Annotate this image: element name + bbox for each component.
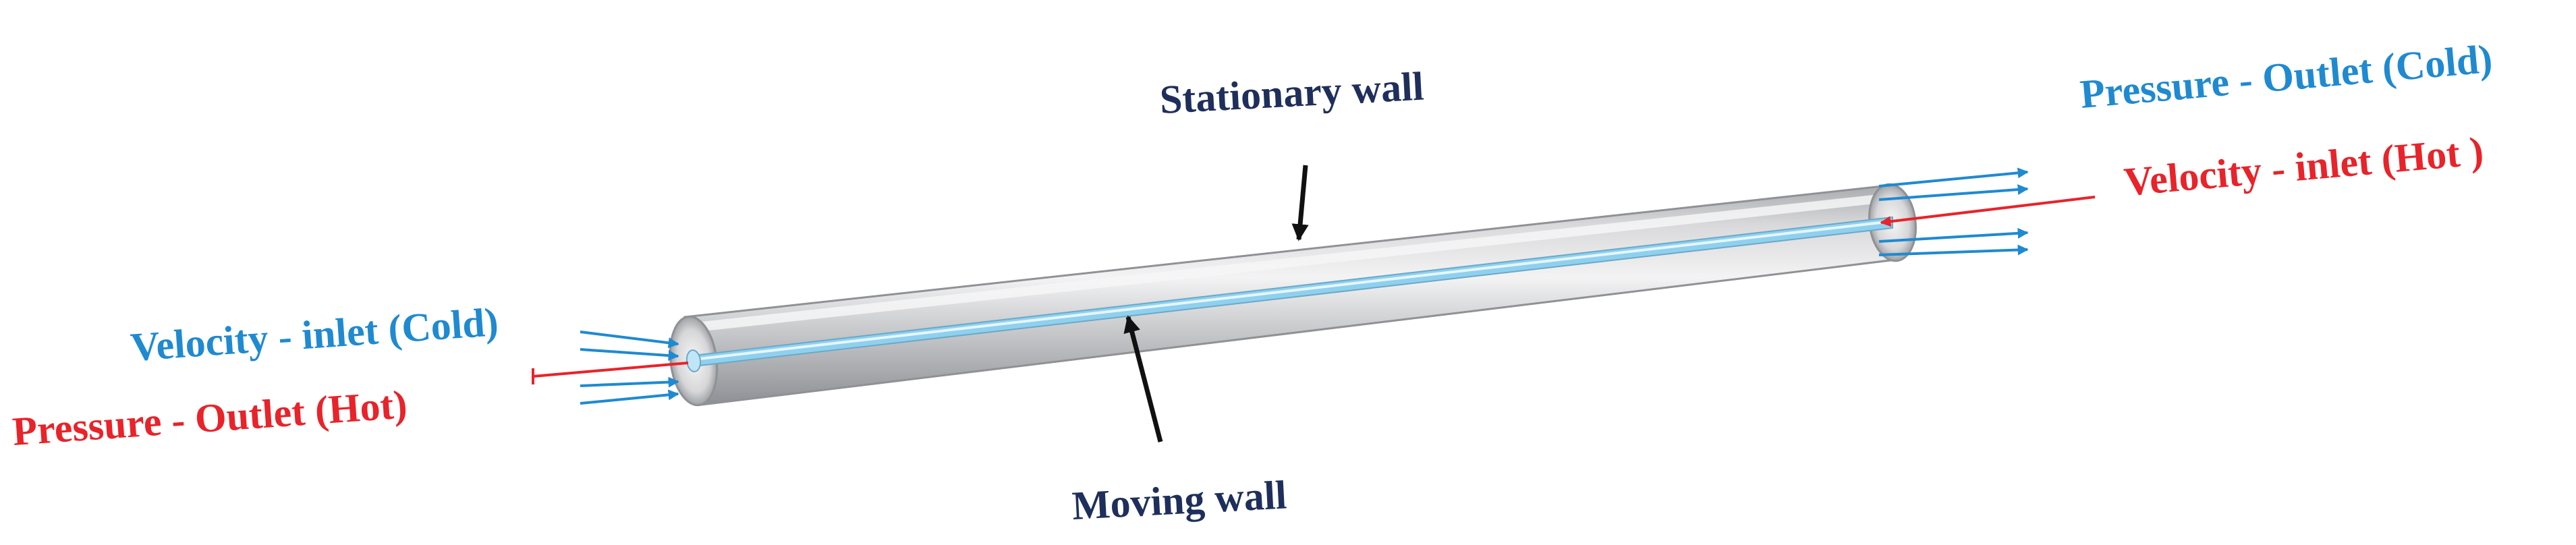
right-cold-arrow [1878, 227, 2029, 243]
right-hot-label: Velocity - inlet (Hot ) [2122, 129, 2485, 204]
stationary-wall-pointer [1291, 165, 1309, 241]
right-cold-arrows [1878, 167, 2029, 256]
right-cold-arrow [1878, 244, 2029, 256]
left-cold-arrow [580, 331, 679, 349]
moving-wall-pointer [1123, 315, 1163, 442]
left-cold-arrow [580, 376, 679, 388]
tube-top-highlight [695, 194, 1887, 332]
right-cold-label: Pressure - Outlet (Cold) [2078, 36, 2494, 117]
left-hot-line [532, 362, 689, 378]
left-cold-label: Velocity - inlet (Cold) [129, 299, 499, 370]
right-cold-arrow [1878, 184, 2029, 201]
left-hot-label: Pressure - Outlet (Hot) [11, 382, 408, 454]
right-cold-arrow [1878, 167, 2029, 188]
left-cold-arrow [580, 348, 679, 361]
right-hot-inlet-arrow [1880, 196, 2096, 227]
inner-core-shine [694, 220, 1893, 361]
stationary-wall-label: Stationary wall [1158, 64, 1425, 122]
left-cold-arrows [580, 331, 679, 405]
inner-core [685, 216, 1893, 372]
left-cold-arrow [580, 389, 679, 405]
moving-wall-label: Moving wall [1071, 472, 1287, 528]
left-hot-outlet [532, 362, 689, 384]
